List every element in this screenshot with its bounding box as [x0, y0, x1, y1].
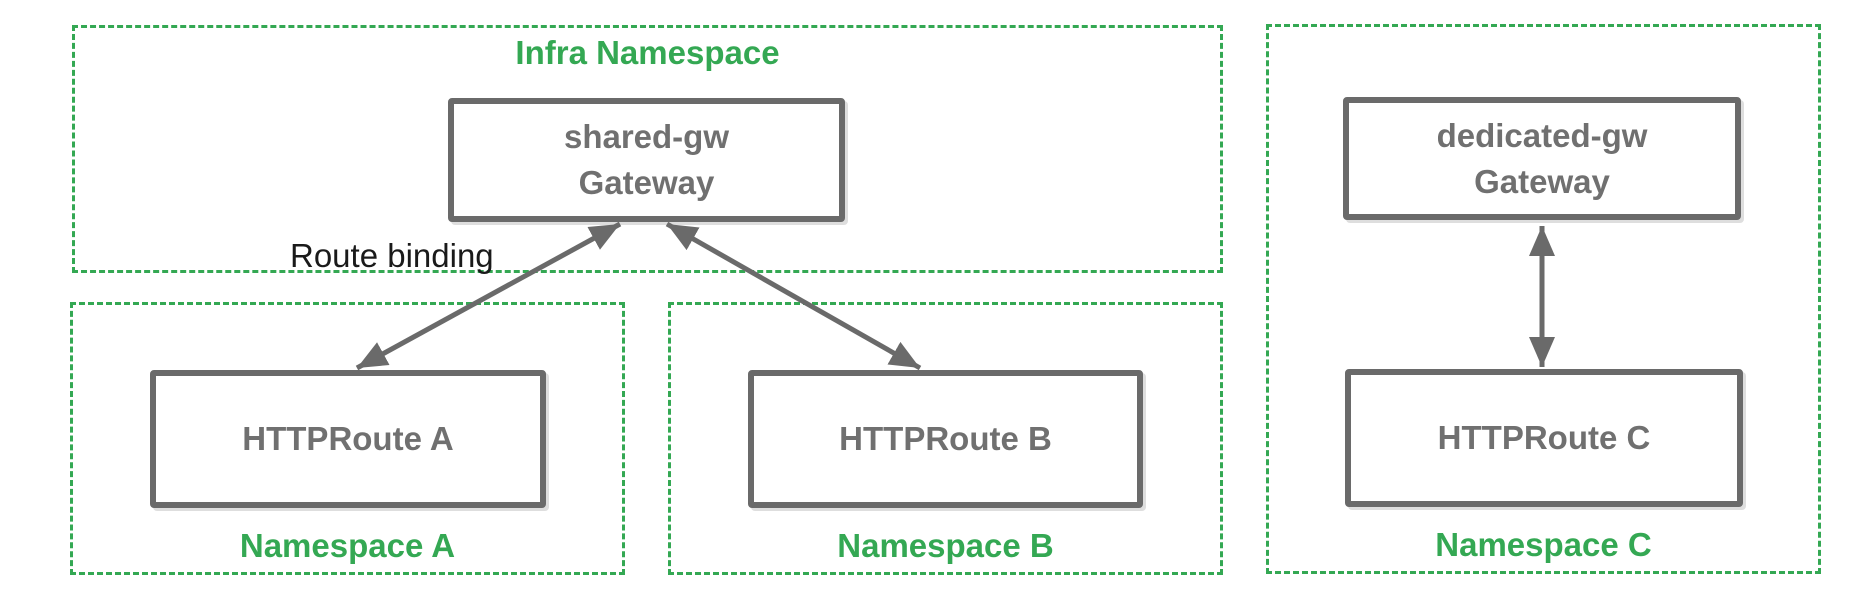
namespace-b-box: Namespace B	[668, 302, 1223, 575]
httproute-c-label: HTTPRoute C	[1437, 419, 1651, 457]
shared-gw-kind: Gateway	[578, 164, 715, 201]
httproute-a-box: HTTPRoute A	[150, 370, 546, 508]
namespace-a-label: Namespace A	[239, 527, 456, 564]
httproute-a-label: HTTPRoute A	[242, 420, 454, 458]
namespace-c-label: Namespace C	[1435, 526, 1652, 563]
infra-namespace-label: Infra Namespace	[515, 34, 780, 71]
namespace-a-box: Namespace A	[70, 302, 625, 575]
namespace-b-label: Namespace B	[837, 527, 1054, 564]
namespace-c-box: Namespace C	[1266, 24, 1821, 574]
httproute-c-box: HTTPRoute C	[1345, 369, 1743, 507]
dedicated-gw-gateway-box: dedicated-gw Gateway	[1343, 97, 1741, 220]
httproute-b-box: HTTPRoute B	[748, 370, 1143, 508]
httproute-b-label: HTTPRoute B	[839, 420, 1052, 458]
dedicated-gw-kind: Gateway	[1474, 162, 1610, 200]
shared-gw-name: shared-gw	[563, 118, 730, 156]
route-binding-label: Route binding	[290, 237, 494, 274]
shared-gw-gateway-box: shared-gw Gateway	[448, 98, 845, 222]
dedicated-gw-name: dedicated-gw	[1436, 116, 1648, 154]
infra-namespace-box: Infra Namespace	[72, 25, 1223, 273]
